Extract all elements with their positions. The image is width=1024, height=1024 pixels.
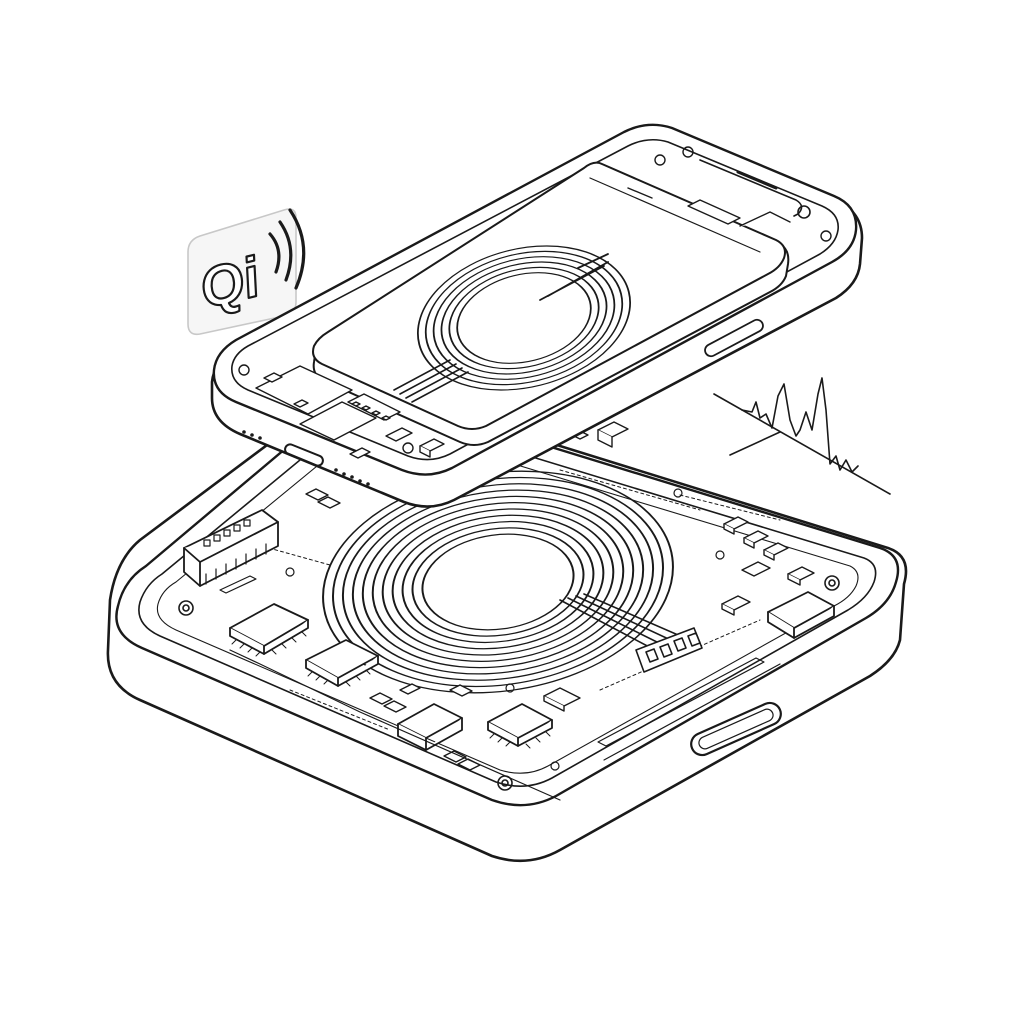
pad-pcb-traces	[239, 469, 781, 731]
battery-edge	[589, 177, 761, 253]
waveform-axis-left	[729, 431, 781, 456]
phone-side-button	[704, 318, 764, 358]
pad-side-button	[690, 701, 782, 757]
pad-coil-leads	[559, 593, 686, 651]
pad-coil-connector	[635, 627, 703, 673]
qi-badge: Qi	[187, 208, 306, 336]
pad-connector-block	[183, 509, 279, 587]
pad-chip-1	[229, 603, 309, 657]
phone-inner-bezel	[231, 138, 839, 461]
qi-badge-card	[187, 208, 297, 336]
pad-chip-5	[767, 591, 835, 639]
pad-chip-3	[487, 703, 553, 749]
phone-charging-port	[284, 443, 324, 467]
phone-screws	[238, 146, 832, 454]
signal-waveform	[713, 377, 891, 495]
pad-inner-tray	[138, 408, 877, 787]
receiver-coil-flex	[393, 359, 469, 403]
pad-small-components	[305, 421, 815, 771]
phone-front-camera	[797, 205, 811, 219]
phone-speaker-grille	[242, 430, 370, 486]
phone-earpiece	[736, 170, 778, 190]
receiver-coil-lead	[539, 253, 609, 301]
pad-chip-4	[397, 703, 463, 751]
pad-chip-2	[305, 639, 379, 687]
phone-receiver-coil	[416, 245, 632, 391]
phone-logic-board	[255, 187, 791, 459]
wireless-signal-icon	[268, 208, 306, 290]
pad-outline-strips	[219, 575, 781, 801]
pad-side-button-inner	[698, 708, 774, 750]
waveform-axis-top	[713, 393, 891, 495]
pad-test-points	[285, 452, 725, 771]
pad-transmitter-coil	[322, 470, 674, 694]
waveform-trace	[741, 377, 859, 473]
